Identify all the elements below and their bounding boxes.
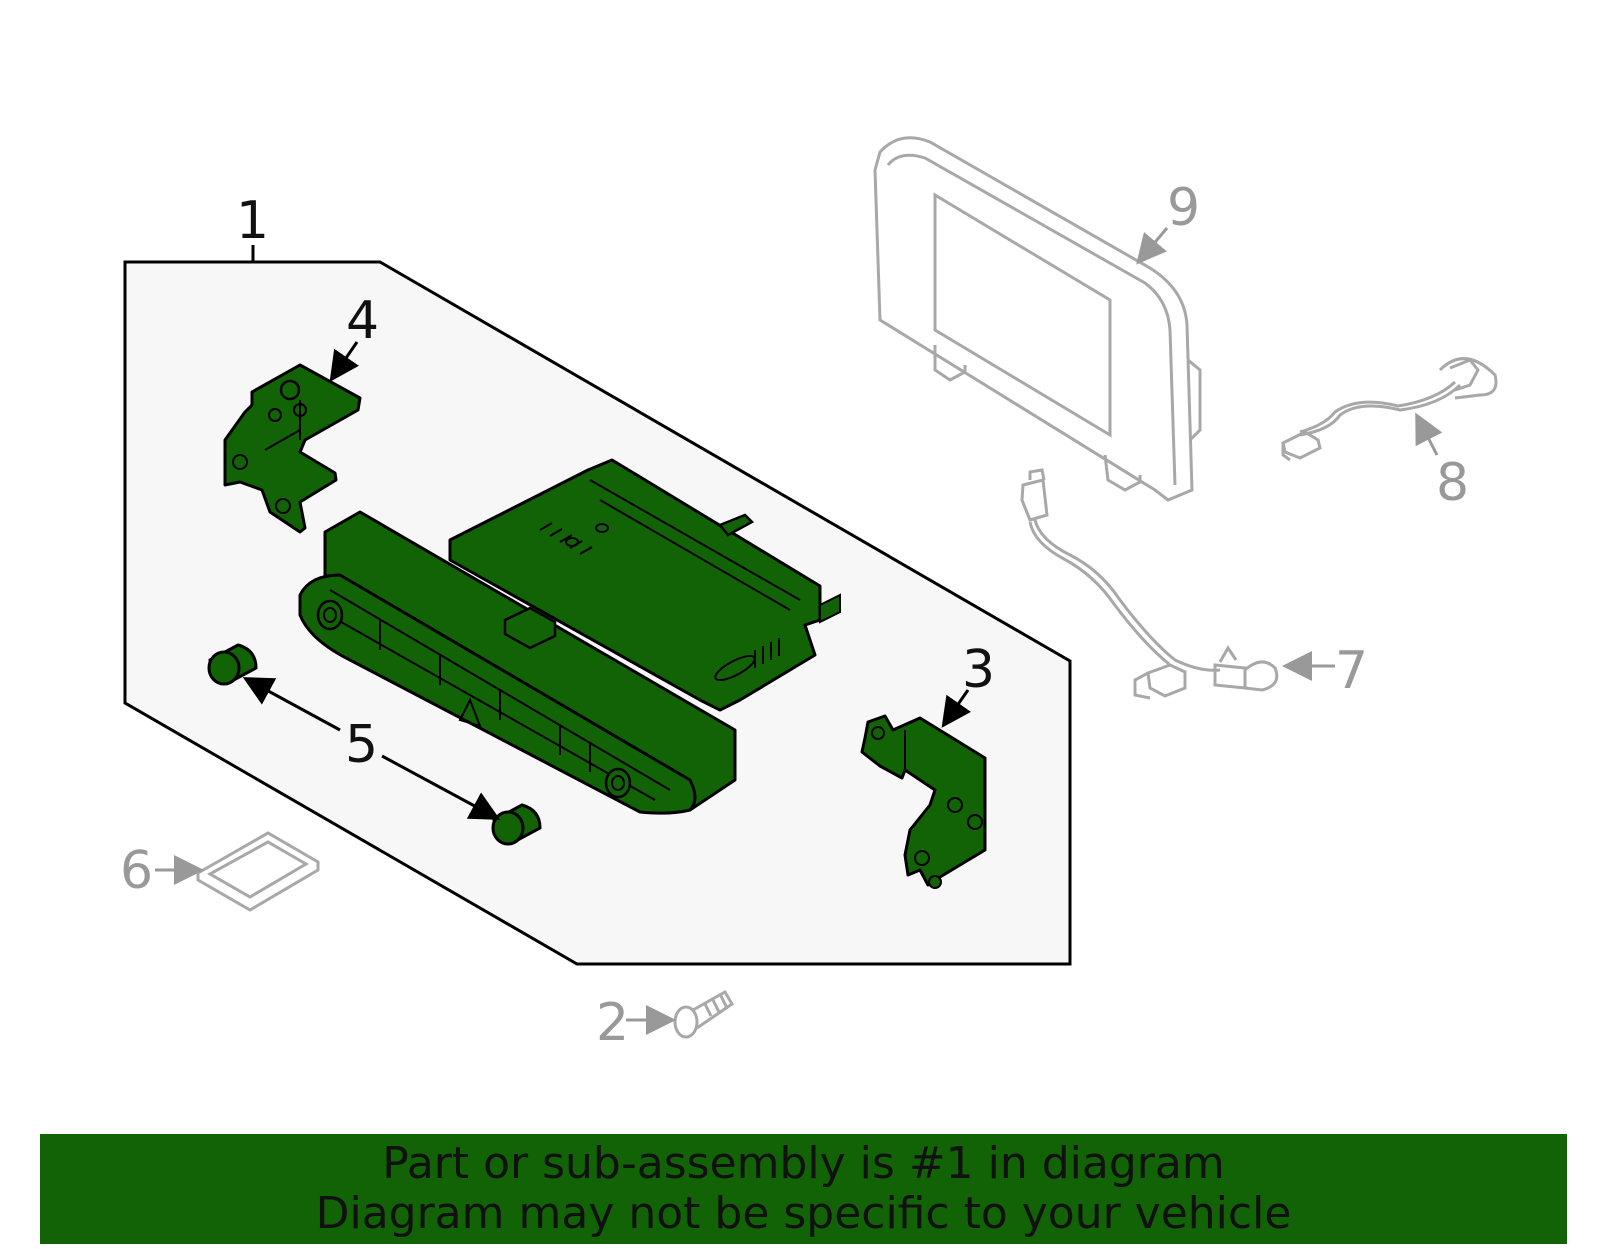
callout-7: 7 — [1335, 641, 1368, 701]
harness-part-8[interactable] — [1281, 357, 1498, 462]
callout-4: 4 — [346, 291, 379, 351]
knob-cap-part-5-left[interactable] — [207, 643, 258, 686]
bracket-part-3[interactable] — [860, 714, 987, 889]
callout-2: 2 — [596, 993, 629, 1053]
pad-part-6[interactable] — [196, 831, 320, 912]
knob-cap-part-5-right[interactable] — [491, 803, 542, 846]
callout-6: 6 — [120, 841, 153, 901]
bracket-part-4[interactable] — [223, 363, 362, 534]
head-unit-main[interactable] — [298, 458, 841, 815]
banner-line-1: Part or sub-assembly is #1 in diagram — [382, 1138, 1225, 1189]
callout-3: 3 — [962, 640, 995, 700]
callout-5: 5 — [345, 715, 378, 775]
harness-part-7[interactable] — [1020, 468, 1279, 700]
banner-line-2: Diagram may not be specific to your vehi… — [315, 1188, 1292, 1239]
callout-1: 1 — [236, 191, 269, 251]
callout-8: 8 — [1436, 453, 1469, 513]
screw-part-2[interactable] — [673, 989, 734, 1039]
callout-9: 9 — [1167, 178, 1200, 238]
parts-diagram: 1 2 3 4 5 6 7 8 9 — [120, 136, 1498, 1053]
display-part-9[interactable] — [873, 136, 1202, 502]
info-banner: Part or sub-assembly is #1 in diagram Di… — [40, 1134, 1567, 1244]
